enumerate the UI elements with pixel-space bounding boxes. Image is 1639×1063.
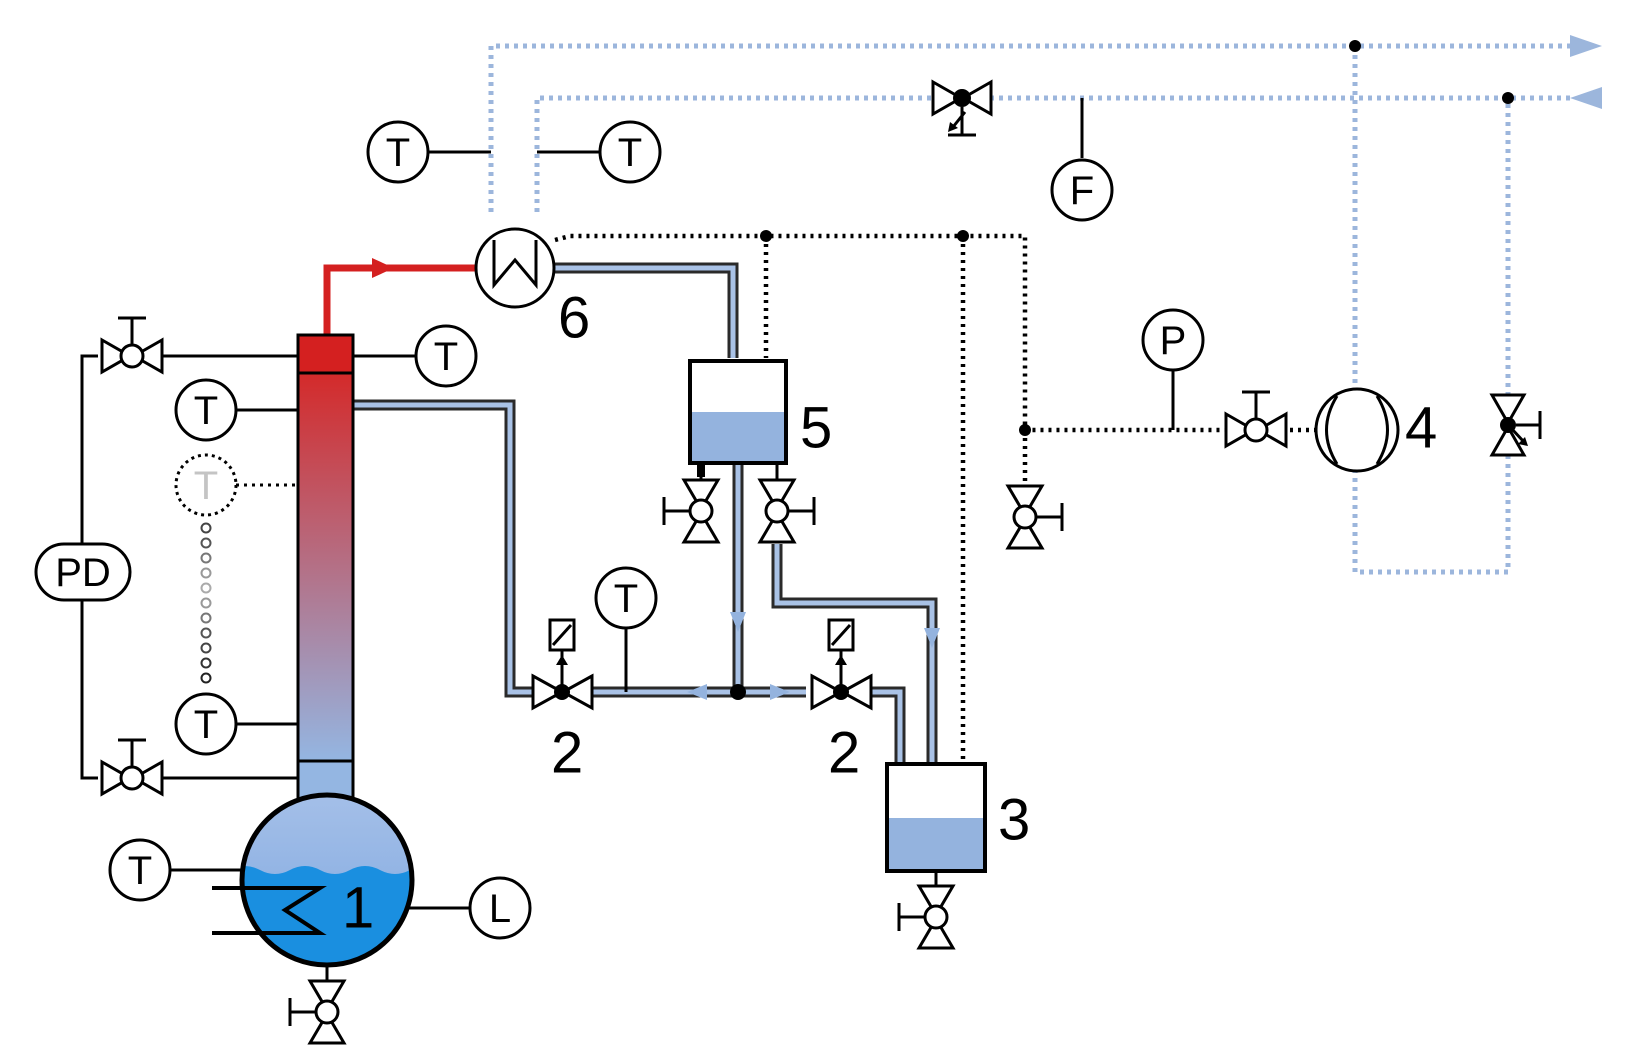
condenser (474, 227, 556, 309)
label-reflux-drum: 5 (800, 396, 832, 461)
pump-cooling-valve (1489, 393, 1542, 457)
label-vacuum-pump: 4 (1405, 396, 1437, 461)
instrument-level: L (468, 876, 532, 940)
svg-text:T: T (618, 131, 642, 175)
svg-text:L: L (489, 887, 511, 931)
instrument-pressure: P (1141, 308, 1205, 372)
instrument-column-upper-t: T (174, 378, 238, 442)
drain-valve-drum-left (662, 478, 721, 544)
cooling-water-lines (488, 35, 1602, 575)
coolant-out-arrow (1570, 35, 1602, 57)
svg-text:T: T (128, 849, 152, 893)
vacuum-pump (1314, 387, 1400, 473)
label-valve-right: 2 (828, 721, 860, 786)
instrument-column-mid-t: T (174, 453, 238, 517)
drain-valve-drum-right (757, 478, 816, 544)
flow-arrow-down (730, 612, 746, 632)
drain-valve-pot (288, 965, 347, 1045)
liquid-pipes (353, 262, 940, 762)
cooling-control-valve (931, 79, 993, 137)
svg-text:T: T (194, 389, 218, 433)
label-condenser: 6 (558, 286, 590, 351)
pump-isolation-valve (1224, 390, 1288, 449)
instrument-feed-t: T (594, 566, 658, 630)
label-still-pot: 1 (342, 876, 374, 941)
flow-arrow-down (924, 628, 940, 648)
svg-text:F: F (1070, 169, 1094, 213)
manual-valve-top (100, 316, 164, 375)
vacuum-lines (554, 230, 1318, 762)
instrument-pot-t: T (108, 838, 172, 902)
label-receiver: 3 (998, 788, 1030, 853)
reflux-drum (688, 359, 788, 500)
solenoid-valve-left (531, 618, 594, 711)
distillation-column (296, 333, 355, 801)
receiver (885, 762, 987, 885)
svg-text:T: T (614, 577, 638, 621)
heater-coil (212, 886, 327, 935)
svg-text:P: P (1160, 319, 1187, 363)
drain-valve-receiver (897, 884, 956, 950)
svg-text:T: T (194, 703, 218, 747)
svg-text:T: T (386, 131, 410, 175)
solenoid-valve-right (810, 618, 873, 711)
instrument-column-lower-t: T (174, 692, 238, 756)
instrument-condenser-inlet-t: T (366, 120, 430, 184)
instrument-head-t: T (414, 324, 478, 388)
chain-dots (200, 522, 212, 684)
vapor-line (323, 258, 475, 335)
flow-arrow-right (770, 684, 790, 700)
flow-arrow-left (687, 684, 707, 700)
column-head (296, 333, 355, 375)
svg-text:T: T (194, 464, 218, 508)
label-valve-left: 2 (551, 721, 583, 786)
instrument-condenser-outlet-t: T (598, 120, 662, 184)
instrument-flow: F (1050, 158, 1114, 222)
coolant-in-arrow (1570, 87, 1602, 109)
vacuum-vent-valve (1005, 484, 1064, 550)
instrument-diff-pressure: PD (34, 542, 132, 602)
svg-text:T: T (434, 335, 458, 379)
still-pot (212, 792, 415, 968)
instrument-lines (80, 98, 1175, 910)
svg-text:PD: PD (55, 551, 111, 595)
manual-valve-bottom (100, 738, 164, 797)
